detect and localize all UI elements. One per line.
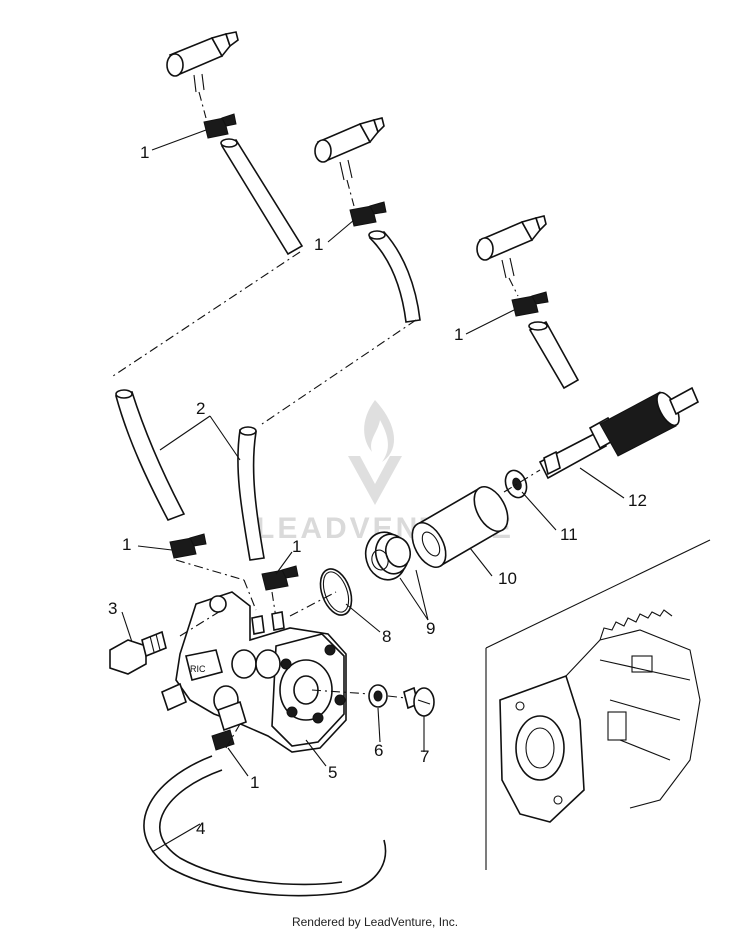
- hose-clamp-d: [169, 533, 207, 559]
- callout-1-top-left: 1: [140, 143, 149, 162]
- fitting-c: [476, 215, 547, 297]
- callout-2: 2: [196, 399, 205, 418]
- callout-1-lower-middle: 1: [292, 537, 301, 556]
- hose-c: [528, 320, 580, 390]
- hose-clamp-c: [511, 291, 549, 317]
- sleeve-10: [411, 486, 509, 568]
- callout-8: 8: [382, 627, 391, 646]
- svg-text:RIC: RIC: [190, 664, 206, 674]
- washer-11: [504, 469, 528, 499]
- callout-12: 12: [628, 491, 647, 510]
- gear-shaft-12: [538, 386, 700, 480]
- hose-2-left: [115, 389, 186, 521]
- hose-b: [368, 230, 421, 323]
- washer-6: [368, 684, 388, 708]
- hose-clamp-e: [261, 565, 299, 591]
- callout-3: 3: [108, 599, 117, 618]
- callout-11: 11: [560, 525, 578, 544]
- callout-4: 4: [196, 819, 205, 838]
- engine-case-inset: [485, 539, 711, 870]
- callout-labels: 1 1 1 2 1 1 3 1 5 6 7 8 9 10 11 12 4: [108, 143, 647, 838]
- hose-clamp-b: [349, 201, 387, 227]
- hose-2-right: [237, 426, 265, 561]
- screw-7: [403, 686, 435, 717]
- leader-lines: [121, 129, 625, 853]
- callout-1-bottom: 1: [250, 773, 259, 792]
- fitting-a: [166, 31, 239, 119]
- hose-a: [220, 138, 304, 256]
- footer-credit: Rendered by LeadVenture, Inc.: [291, 915, 459, 929]
- callout-1-right: 1: [454, 325, 463, 344]
- callout-7: 7: [420, 747, 429, 766]
- o-ring-8: [319, 568, 353, 616]
- bolt-3: [109, 630, 167, 675]
- callout-1-lower-left: 1: [122, 535, 131, 554]
- hose-clamp-a: [203, 113, 237, 139]
- fitting-b: [314, 117, 385, 207]
- seal-9: [364, 531, 412, 581]
- oil-pump-body: RIC: [161, 591, 347, 753]
- callout-10: 10: [498, 569, 517, 588]
- callout-9: 9: [426, 619, 435, 638]
- oil-line-4: [143, 723, 387, 897]
- callout-6: 6: [374, 741, 383, 760]
- callout-5: 5: [328, 763, 337, 782]
- leadventure-flame-logo: [348, 400, 402, 505]
- callout-1-top-middle: 1: [314, 235, 323, 254]
